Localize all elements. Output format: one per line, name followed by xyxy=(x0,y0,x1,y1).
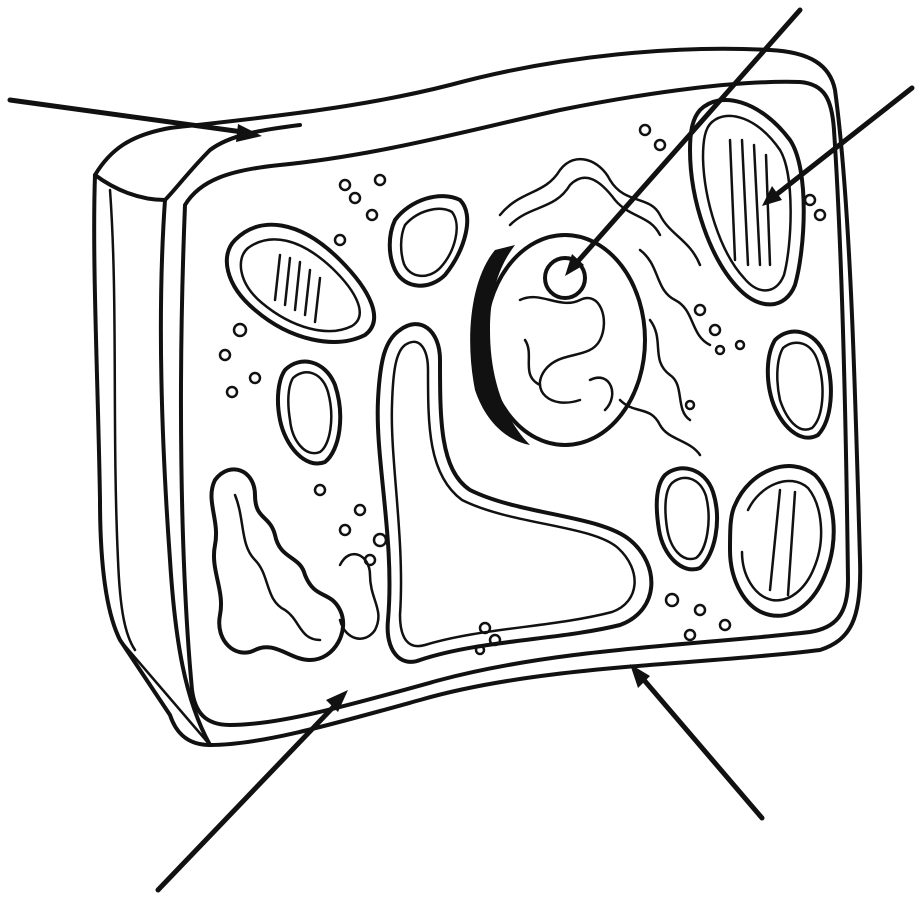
cell-membrane-pointer xyxy=(630,664,762,818)
golgi-bodies xyxy=(211,466,833,660)
cytoplasm-pointer xyxy=(158,690,348,890)
chloroplasts xyxy=(227,100,831,569)
vacuole xyxy=(378,324,652,662)
nucleus xyxy=(470,235,645,445)
cell-wall xyxy=(94,49,860,745)
